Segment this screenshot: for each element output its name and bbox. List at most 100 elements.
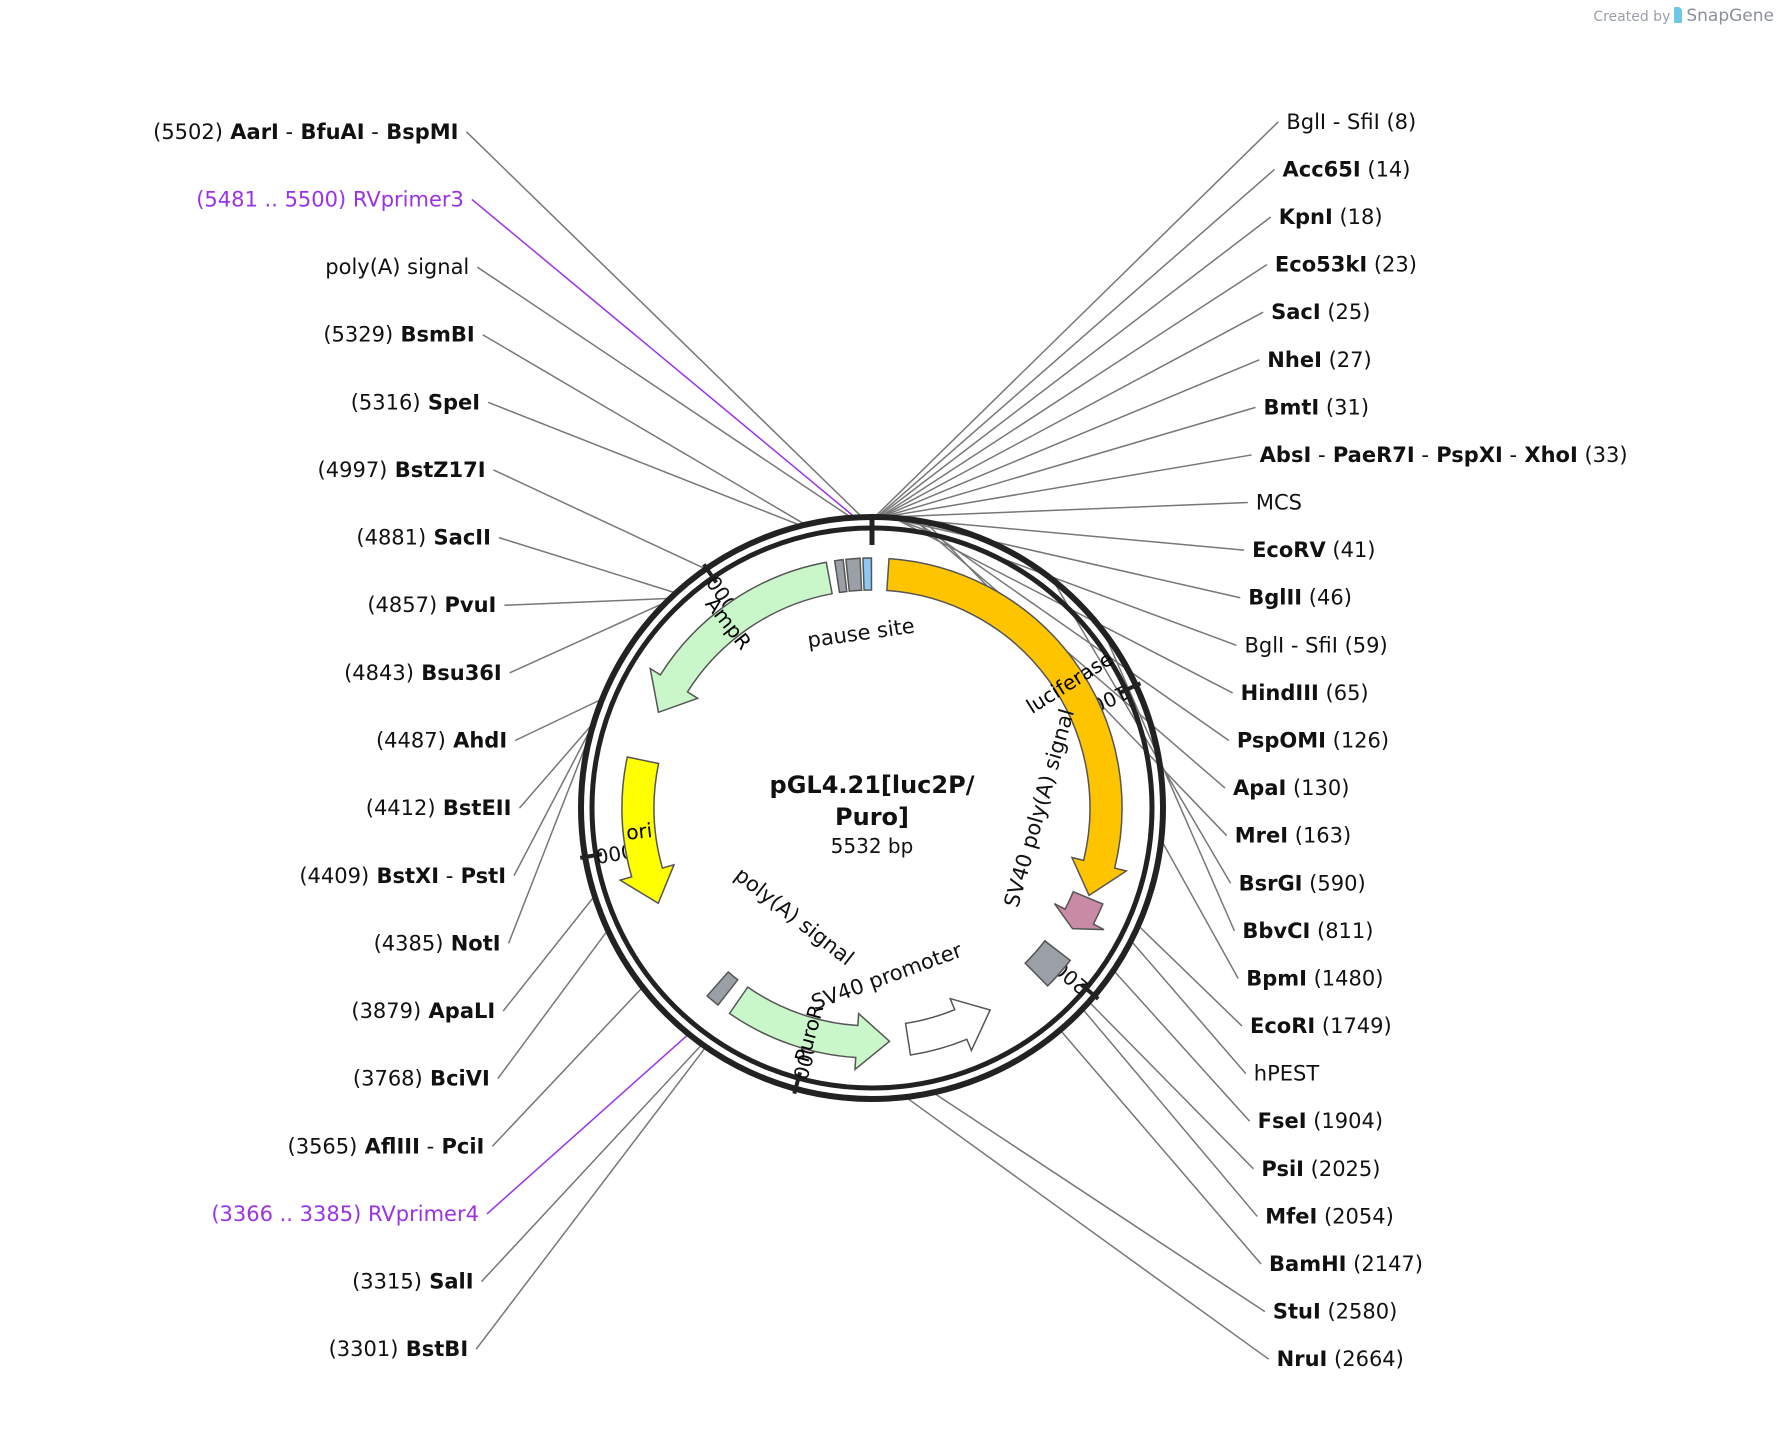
site-text: - (439, 864, 453, 888)
site-label[interactable]: NruI (2664) (1277, 1347, 1404, 1371)
leader-line (471, 198, 856, 519)
leader-line (487, 401, 802, 527)
site-label[interactable]: (5316) SpeI (351, 390, 480, 414)
site-label[interactable]: FseI (1904) (1258, 1109, 1383, 1133)
enzyme-name: BstBI (398, 1337, 468, 1361)
enzyme-name: PciI (434, 1134, 484, 1158)
feature-puror[interactable] (728, 986, 891, 1072)
enzyme-name: BamHI (1269, 1252, 1346, 1276)
feature-poly-a-signal-top[interactable] (845, 557, 863, 593)
site-label[interactable]: Acc65I (14) (1283, 157, 1411, 181)
site-label[interactable]: poly(A) signal (325, 255, 469, 279)
site-text: (3301) (329, 1337, 399, 1361)
leader-line (874, 121, 1279, 518)
site-label[interactable]: (4997) BstZ17I (318, 458, 486, 482)
site-label[interactable]: (3565) AflIII - PciI (288, 1134, 485, 1158)
enzyme-name: BbvCI (1242, 919, 1310, 943)
enzyme-name: BstEII (436, 796, 512, 820)
site-label[interactable]: BglII (46) (1248, 586, 1352, 610)
site-label[interactable]: BsrGI (590) (1239, 871, 1366, 895)
site-text: RVprimer4 (361, 1202, 479, 1226)
site-label[interactable]: (4412) BstEII (366, 796, 512, 820)
feature-hpest[interactable] (1053, 890, 1105, 931)
site-text: (3565) (288, 1134, 358, 1158)
leader-line (876, 168, 1276, 518)
site-label[interactable]: AbsI - PaeR7I - PspXI - XhoI (33) (1260, 443, 1628, 467)
site-text: hPEST (1254, 1062, 1320, 1086)
site-text: (41) (1326, 538, 1376, 562)
enzyme-name: MfeI (1265, 1204, 1317, 1228)
feature-poly-a-signal[interactable] (706, 970, 739, 1007)
site-label[interactable]: (5502) AarI - BfuAI - BspMI (153, 120, 458, 144)
feature-sv40-promoter[interactable] (904, 997, 992, 1056)
site-text: (14) (1361, 157, 1411, 181)
site-label[interactable]: EcoRI (1749) (1250, 1014, 1392, 1038)
site-label[interactable]: (5481 .. 5500) RVprimer3 (196, 187, 464, 211)
site-label[interactable]: KpnI (18) (1279, 205, 1383, 229)
site-label[interactable]: SacI (25) (1271, 300, 1370, 324)
site-label[interactable]: BpmI (1480) (1246, 966, 1383, 990)
site-label[interactable]: BmtI (31) (1263, 395, 1369, 419)
site-label[interactable]: (4487) AhdI (376, 729, 507, 753)
site-label[interactable]: EcoRV (41) (1252, 538, 1375, 562)
leader-line (882, 406, 1256, 518)
leader-line (1130, 940, 1247, 1075)
site-text: (1480) (1307, 966, 1384, 990)
site-text: (4487) (376, 729, 446, 753)
site-leader-lines (465, 121, 1279, 1360)
tick-mark (702, 563, 718, 584)
site-label[interactable]: ApaI (130) (1233, 776, 1349, 800)
site-label[interactable]: BamHI (2147) (1269, 1252, 1423, 1276)
site-text: - (1326, 110, 1340, 134)
feature-sv40-poly-a-signal[interactable] (1024, 939, 1072, 987)
leader-line (1137, 924, 1243, 1027)
enzyme-name: HindIII (1241, 681, 1319, 705)
feature-mcs[interactable] (862, 557, 873, 591)
leader-line (504, 597, 671, 606)
site-text: (4857) (367, 593, 437, 617)
site-label[interactable]: (3315) SalI (352, 1270, 473, 1294)
leader-line (885, 516, 1245, 551)
feature-ampr[interactable] (649, 561, 833, 714)
site-label[interactable]: StuI (2580) (1273, 1300, 1397, 1324)
watermark-prefix: Created by (1593, 9, 1671, 25)
site-label[interactable]: hPEST (1254, 1062, 1320, 1086)
site-label[interactable]: (5329) BsmBI (323, 323, 474, 347)
site-label[interactable]: BbvCI (811) (1242, 919, 1373, 943)
enzyme-name: EcoRV (1252, 538, 1326, 562)
site-label[interactable]: MreI (163) (1235, 824, 1351, 848)
site-label[interactable]: (3366 .. 3385) RVprimer4 (211, 1202, 479, 1226)
site-label[interactable]: (4409) BstXI - PstI (299, 864, 506, 888)
site-label[interactable]: (4881) SacII (356, 526, 491, 550)
feature-pause-site[interactable] (833, 558, 848, 594)
enzyme-name: PaeR7I (1326, 443, 1415, 467)
site-label[interactable]: (3301) BstBI (329, 1337, 469, 1361)
site-label[interactable]: (4857) PvuI (367, 593, 496, 617)
leader-line (465, 131, 863, 518)
plasmid-name-line2: Puro] (835, 803, 909, 831)
site-label[interactable]: BglI - SfiI (8) (1286, 110, 1416, 134)
enzyme-name: KpnI (1279, 205, 1333, 229)
site-text: - (1503, 443, 1517, 467)
site-label[interactable]: MCS (1256, 491, 1302, 515)
site-text: (23) (1367, 253, 1417, 277)
site-text: (4409) (299, 864, 369, 888)
site-label[interactable]: (3768) BciVI (353, 1067, 490, 1091)
site-label[interactable]: PspOMI (126) (1237, 729, 1389, 753)
site-label[interactable]: NheI (27) (1267, 348, 1371, 372)
feature-ori[interactable] (618, 756, 676, 905)
site-label[interactable]: Eco53kI (23) (1275, 253, 1417, 277)
enzyme-name: XhoI (1517, 443, 1578, 467)
site-label[interactable]: BglI - SfiI (59) (1244, 633, 1387, 657)
site-label[interactable]: (4843) Bsu36I (344, 661, 502, 685)
site-label[interactable]: MfeI (2054) (1265, 1204, 1394, 1228)
site-label[interactable]: HindIII (65) (1241, 681, 1369, 705)
site-label[interactable]: (4385) NotI (374, 931, 501, 955)
enzyme-name: EcoRI (1250, 1014, 1315, 1038)
enzyme-name: BciVI (423, 1067, 490, 1091)
feature-luciferase[interactable] (886, 557, 1129, 897)
site-text: (5481 .. 5500) (196, 187, 346, 211)
leader-line (502, 895, 596, 1012)
site-label[interactable]: PsiI (2025) (1261, 1157, 1380, 1181)
site-label[interactable]: (3879) ApaLI (351, 999, 495, 1023)
